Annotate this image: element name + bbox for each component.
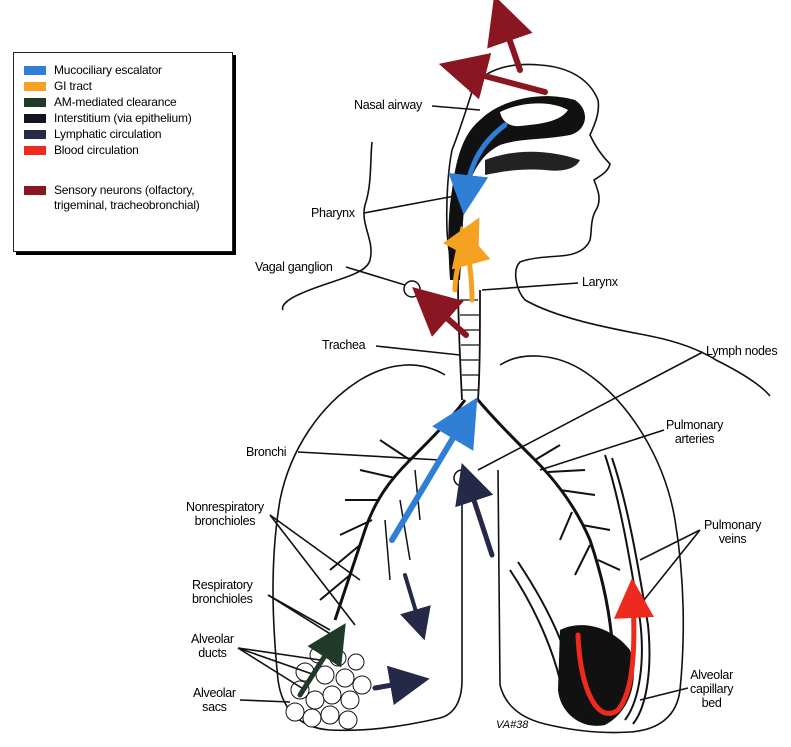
green-swatch-icon	[24, 98, 46, 107]
label-trachea: Trachea	[322, 338, 365, 352]
artist-signature: VA#38	[496, 719, 529, 731]
legend-item-am: AM-mediated clearance	[24, 95, 177, 110]
alveolar-sacs	[286, 647, 371, 729]
label-bronchi: Bronchi	[246, 445, 286, 459]
label-respiratory-bronchioles: Respiratory bronchioles	[192, 578, 253, 606]
legend-item-gi: GI tract	[24, 79, 92, 94]
capillary-bed-shape	[558, 625, 634, 726]
legend-item-lymphatic: Lymphatic circulation	[24, 127, 161, 142]
black-swatch-icon	[24, 114, 46, 123]
legend-label: Interstitium (via epithelium)	[54, 111, 192, 126]
legend: Mucociliary escalator GI tract AM-mediat…	[13, 52, 233, 252]
legend-item-blood: Blood circulation	[24, 143, 139, 158]
legend-label: Mucociliary escalator	[54, 63, 162, 78]
label-lymph-nodes: Lymph nodes	[706, 344, 777, 358]
trachea-shape	[458, 280, 480, 400]
legend-item-sensory: Sensory neurons (olfactory, trigeminal, …	[24, 183, 220, 213]
orange-swatch-icon	[24, 82, 46, 91]
label-larynx: Larynx	[582, 275, 618, 289]
label-vagal-ganglion: Vagal ganglion	[255, 260, 333, 274]
label-pharynx: Pharynx	[311, 206, 355, 220]
label-nonrespiratory-bronchioles: Nonrespiratory bronchioles	[186, 500, 264, 528]
red-swatch-icon	[24, 146, 46, 155]
legend-label: Blood circulation	[54, 143, 139, 158]
label-nasal-airway: Nasal airway	[354, 98, 422, 112]
vagal-ganglion-node	[404, 281, 420, 297]
legend-label: Lymphatic circulation	[54, 127, 161, 142]
label-pulmonary-arteries: Pulmonary arteries	[666, 418, 723, 446]
label-alveolar-capillary-bed: Alveolar capillary bed	[690, 668, 733, 710]
label-alveolar-sacs: Alveolar sacs	[193, 686, 236, 714]
legend-label: GI tract	[54, 79, 92, 94]
label-pulmonary-veins: Pulmonary veins	[704, 518, 761, 546]
maroon-swatch-icon	[24, 186, 46, 195]
legend-item-mucociliary: Mucociliary escalator	[24, 63, 162, 78]
legend-label: Sensory neurons (olfactory, trigeminal, …	[54, 183, 220, 213]
label-alveolar-ducts: Alveolar ducts	[191, 632, 234, 660]
navy-swatch-icon	[24, 130, 46, 139]
legend-item-interstitium: Interstitium (via epithelium)	[24, 111, 192, 126]
bronchial-tree	[320, 400, 620, 640]
blue-swatch-icon	[24, 66, 46, 75]
legend-label: AM-mediated clearance	[54, 95, 177, 110]
